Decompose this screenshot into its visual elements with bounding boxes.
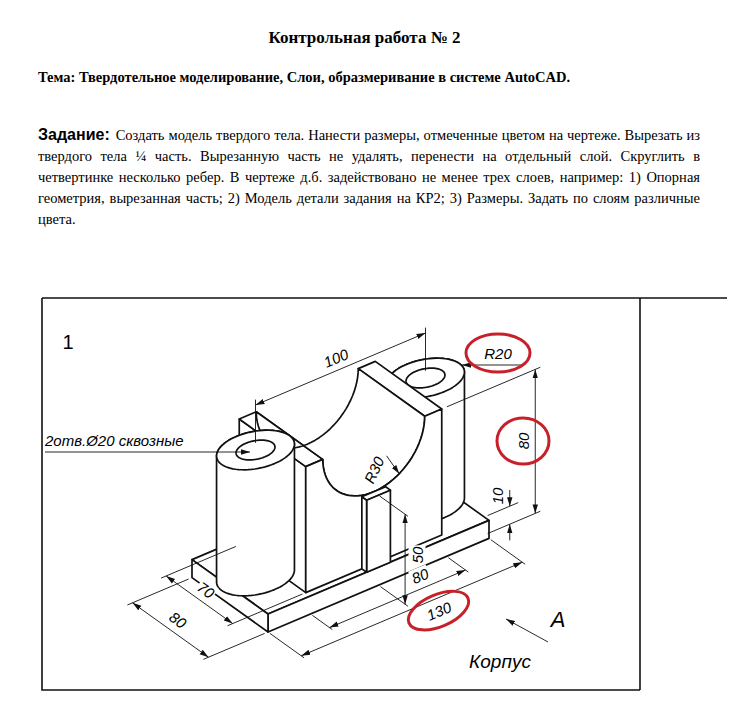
through-hole [236,440,275,460]
dimension-line [301,562,522,656]
dimension-line [509,524,510,540]
document-title: Контрольная работа № 2 [0,28,729,48]
view-arrow [506,619,548,642]
task-text: Создать модель твердого тела. Нанести ра… [38,127,700,227]
view-letter: А [551,607,566,633]
extension-line [127,579,188,605]
dimension-line [133,603,209,657]
topic-line: Тема: Твердотельное моделирование, Слои,… [38,69,718,86]
sheet-frame [42,298,727,690]
highlight-ellipse [403,583,474,637]
rib-side [362,497,367,572]
extension-line [228,594,303,626]
dimension-line [256,333,426,405]
task-heading: Задание: [38,126,110,143]
extension-line [203,633,264,659]
dimension-text: 50 [409,546,426,565]
dimension-text: 100 [320,345,352,371]
extension-line [491,540,525,564]
extension-line [270,633,304,657]
leader-line [387,456,400,474]
extension-line [380,587,408,607]
extension-line [255,400,256,443]
figure-number: 1 [62,331,73,354]
dimension-line [509,490,510,506]
dimension-line [405,514,406,604]
dimension-line [535,369,536,513]
rib-front [367,490,391,572]
extension-line [425,328,426,371]
dimensions [45,328,548,660]
extension-line [379,496,408,516]
lug-column [217,430,295,596]
dimension-text: 10 [489,487,506,506]
hole-note: 2отв.Ø20 сквозные [45,432,184,449]
highlight-ellipse [466,334,530,372]
dimension-text: R20 [483,345,513,362]
leader-line [45,452,250,453]
extension-line [312,615,332,629]
part-name: Корпус [469,651,531,673]
extension-line [161,546,236,578]
extension-line [488,511,541,533]
task-paragraph: Задание:Создать модель твердого тела. На… [38,125,700,230]
dimension-line [330,570,466,628]
through-hole [406,368,445,388]
dimension-text: 130 [423,598,455,624]
dimension-text: 80 [515,432,532,451]
body-front [306,409,442,593]
highlight-ellipse [497,418,549,464]
